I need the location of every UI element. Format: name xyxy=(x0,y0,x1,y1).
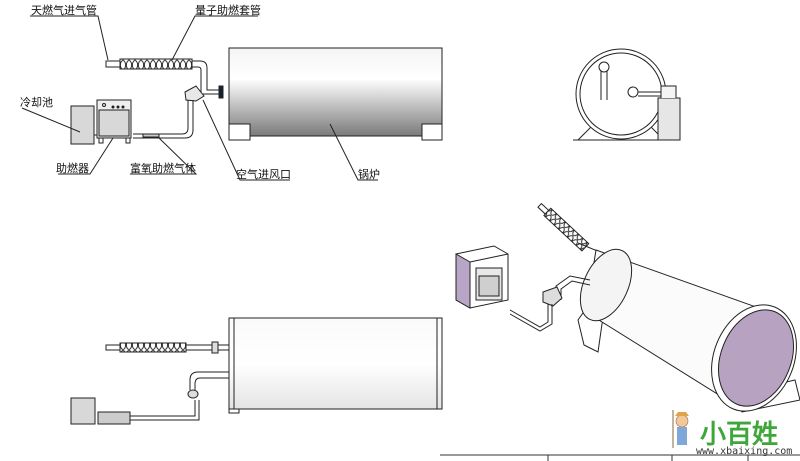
label-gas-inlet-pipe: 天燃气进气管 xyxy=(31,3,97,17)
gas-elbow-pipe xyxy=(192,60,219,95)
leader-line xyxy=(58,137,114,175)
end-view-shell-inner xyxy=(579,52,663,136)
boiler-foot-right xyxy=(421,123,443,141)
gas-inlet-pipe-2d xyxy=(105,344,121,351)
end-view xyxy=(573,48,681,141)
boiler-flange xyxy=(218,85,224,99)
gas-pipe-2d xyxy=(186,344,229,351)
iso-boiler-end-face xyxy=(718,309,794,407)
boiler-body-2d xyxy=(228,317,443,410)
end-view-port xyxy=(627,86,639,98)
air-inlet-elbow xyxy=(184,85,205,102)
boiler-foot-2d xyxy=(228,408,240,414)
label-combustion-aid: 助燃器 xyxy=(56,161,89,175)
bottom-border xyxy=(440,454,800,461)
leader-line xyxy=(30,15,109,61)
boiler-foot-left xyxy=(228,123,251,141)
iso-air-inlet xyxy=(542,286,563,307)
boiler-body xyxy=(228,47,443,137)
label-boiler: 锅炉 xyxy=(358,168,380,181)
combustion-aid-2d xyxy=(97,411,131,425)
cooling-tank-box xyxy=(70,105,95,145)
leader-line xyxy=(130,136,198,175)
end-view-box-top xyxy=(660,85,677,98)
combustion-aid-panel xyxy=(98,109,130,137)
iso-boiler-rear xyxy=(579,248,633,322)
iso-cooling-tank-side xyxy=(455,253,471,309)
cooling-tank-2d xyxy=(70,397,96,425)
indicator-light xyxy=(102,103,106,107)
control-knob xyxy=(111,105,115,109)
leader-line xyxy=(329,123,378,181)
end-view-box xyxy=(657,97,681,141)
watermark: 小百姓 www.xbaixing.com xyxy=(672,410,792,457)
leader-line xyxy=(171,15,258,61)
oxygen-pipe xyxy=(133,100,194,139)
watermark-brand: 小百姓 xyxy=(700,420,778,450)
quantum-sleeve-coil xyxy=(119,58,193,70)
leader-line xyxy=(202,99,290,181)
front-view xyxy=(21,15,443,181)
quantum-sleeve-coil-2d xyxy=(119,342,187,353)
end-view-port xyxy=(598,61,610,73)
iso-cooling-tank-rim xyxy=(469,253,509,263)
iso-oxygen-pipe xyxy=(509,304,553,332)
watermark-url: www.xbaixing.com xyxy=(696,446,792,457)
leader-line xyxy=(21,107,81,133)
iso-combustion-aid-panel xyxy=(478,275,500,297)
end-view-air-pipe xyxy=(638,91,664,97)
label-air-inlet: 空气进风口 xyxy=(236,167,291,181)
isometric-view xyxy=(455,202,800,413)
label-oxygen-gas: 富氧助燃气体 xyxy=(130,161,196,175)
oxygen-pipe-segment xyxy=(142,133,160,138)
oxygen-pipe-2d xyxy=(130,400,200,421)
air-pipe-2d xyxy=(189,371,229,390)
control-knob xyxy=(121,105,125,109)
end-view-pipe xyxy=(600,68,608,100)
label-cooling-tank: 冷却池 xyxy=(20,96,53,109)
farmer-mascot-icon xyxy=(672,410,689,448)
gas-valve-2d xyxy=(211,341,219,354)
label-quantum-sleeve: 量子助燃套管 xyxy=(195,3,261,17)
combustion-aid-foot xyxy=(125,137,131,144)
control-knob xyxy=(116,105,120,109)
iso-quantum-sleeve xyxy=(543,207,590,252)
combustion-aid-foot xyxy=(98,137,104,144)
air-inlet-2d xyxy=(187,389,199,399)
side-view xyxy=(70,317,443,425)
